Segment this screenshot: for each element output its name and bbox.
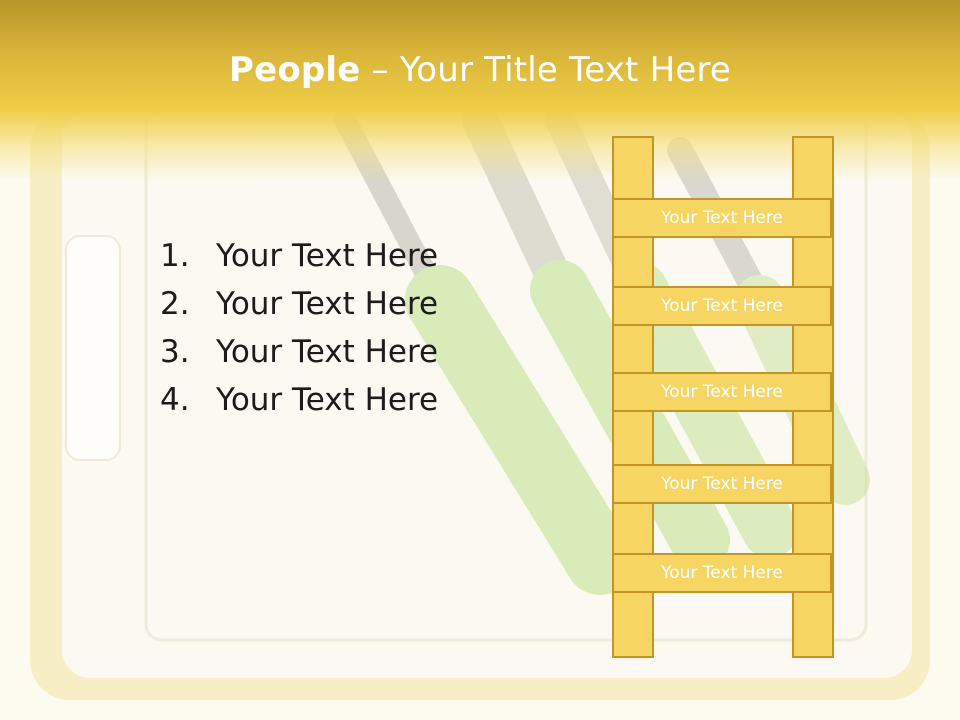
list-item-text: Your Text Here: [216, 286, 439, 322]
list-item-text: Your Text Here: [216, 238, 439, 274]
ladder-rung-3: Your Text Here: [612, 372, 832, 412]
board-handle-hole: [65, 235, 121, 461]
ladder-rung-2: Your Text Here: [612, 286, 832, 326]
ladder-rung-1: Your Text Here: [612, 198, 832, 238]
ladder-rung-5: Your Text Here: [612, 553, 832, 593]
list-item: 2. Your Text Here: [160, 280, 438, 328]
ladder-rung-4: Your Text Here: [612, 464, 832, 504]
slide-title: People – Your Title Text Here: [0, 50, 960, 90]
list-item-number: 1.: [160, 238, 190, 274]
slide-title-bold: People: [228, 50, 361, 90]
list-item-text: Your Text Here: [216, 382, 439, 418]
numbered-list: 1. Your Text Here 2. Your Text Here 3. Your…: [160, 232, 438, 424]
slide-title-rest: – Your Title Text Here: [360, 50, 732, 90]
list-item-text: Your Text Here: [216, 334, 439, 370]
list-item-number: 4.: [160, 382, 190, 418]
list-item: 1. Your Text Here: [160, 232, 438, 280]
list-item: 4. Your Text Here: [160, 376, 438, 424]
list-item-number: 3.: [160, 334, 190, 370]
list-item: 3. Your Text Here: [160, 328, 438, 376]
list-item-number: 2.: [160, 286, 190, 322]
